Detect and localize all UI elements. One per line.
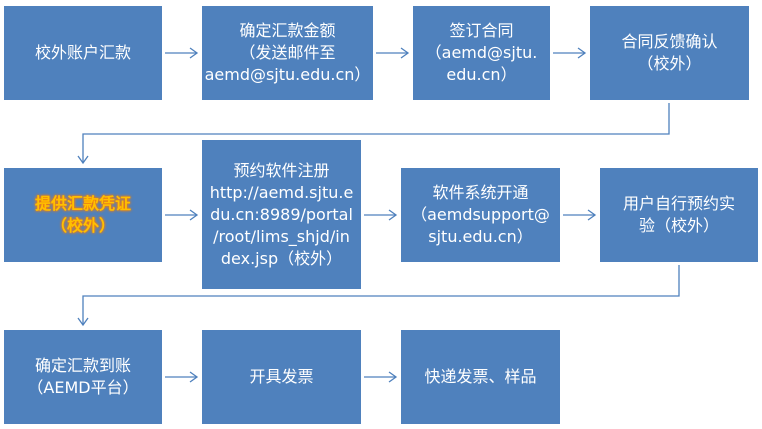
step-4-box: 合同反馈确认 （校外）: [590, 6, 749, 100]
step-3-line-1: 签订合同: [449, 21, 514, 40]
arrow-step-6-to-7: [364, 209, 398, 221]
arrow-step-10-to-11: [364, 371, 398, 383]
step-2-line-2: （发送邮件至: [239, 43, 336, 62]
step-6-line-4: /root/lims_shjd/in: [213, 226, 350, 246]
step-4-line-2: （校外）: [637, 54, 702, 73]
step-2-box: 确定汇款金额 （发送邮件至 aemd@sjtu.edu.cn）: [202, 6, 373, 100]
step-2-line-1: 确定汇款金额: [239, 21, 336, 40]
arrow-step-4-to-5: [77, 103, 670, 165]
step-8-line-2: 验（校外）: [638, 216, 719, 235]
step-7-line-3: sjtu.edu.cn）: [428, 227, 533, 246]
step-5-line-2: （校外）: [50, 216, 115, 235]
step-2-line-3: aemd@sjtu.edu.cn）: [204, 65, 371, 84]
step-7-line-2: （aemdsupport@: [411, 205, 550, 224]
step-1-box: 校外账户汇款: [4, 6, 162, 100]
arrow-step-9-to-10: [165, 371, 199, 383]
step-11-box: 快递发票、样品: [401, 330, 560, 424]
step-7-box: 软件系统开通 （aemdsupport@ sjtu.edu.cn）: [401, 168, 560, 262]
step-6-line-3: du.cn:8989/portal: [210, 204, 353, 224]
step-6-box: 预约软件注册 http://aemd.sjtu.e du.cn:8989/por…: [202, 140, 361, 289]
step-8-box: 用户自行预约实 验（校外）: [600, 168, 758, 262]
step-5-line-1: 提供汇款凭证: [34, 194, 131, 213]
step-6-line-1: 预约软件注册: [233, 160, 330, 180]
arrow-step-8-to-9: [77, 265, 680, 327]
step-1-line-1: 校外账户汇款: [34, 43, 131, 62]
arrow-step-7-to-8: [563, 209, 597, 221]
arrow-step-1-to-2: [165, 47, 199, 59]
step-6-line-2: http://aemd.sjtu.e: [209, 182, 354, 202]
step-7-line-1: 软件系统开通: [432, 183, 529, 202]
step-4-line-1: 合同反馈确认: [621, 32, 718, 51]
step-9-line-2: （AEMD平台）: [27, 378, 139, 397]
step-10-box: 开具发票: [202, 330, 361, 424]
step-3-line-3: edu.cn）: [446, 65, 517, 84]
step-8-line-1: 用户自行预约实: [622, 194, 735, 213]
step-3-box: 签订合同 （aemd@sjtu. edu.cn）: [413, 6, 550, 100]
step-3-line-2: （aemd@sjtu.: [425, 43, 538, 62]
step-10-line-1: 开具发票: [249, 367, 314, 386]
arrow-step-3-to-4: [553, 47, 587, 59]
arrow-step-2-to-3: [376, 47, 410, 59]
step-11-line-1: 快递发票、样品: [424, 367, 537, 386]
step-9-line-1: 确定汇款到账: [34, 356, 131, 375]
step-6-line-5: dex.jsp（校外）: [220, 248, 343, 268]
arrow-step-5-to-6: [165, 209, 199, 221]
step-9-box: 确定汇款到账 （AEMD平台）: [4, 330, 162, 424]
step-5-box: 提供汇款凭证 （校外）: [4, 168, 162, 262]
